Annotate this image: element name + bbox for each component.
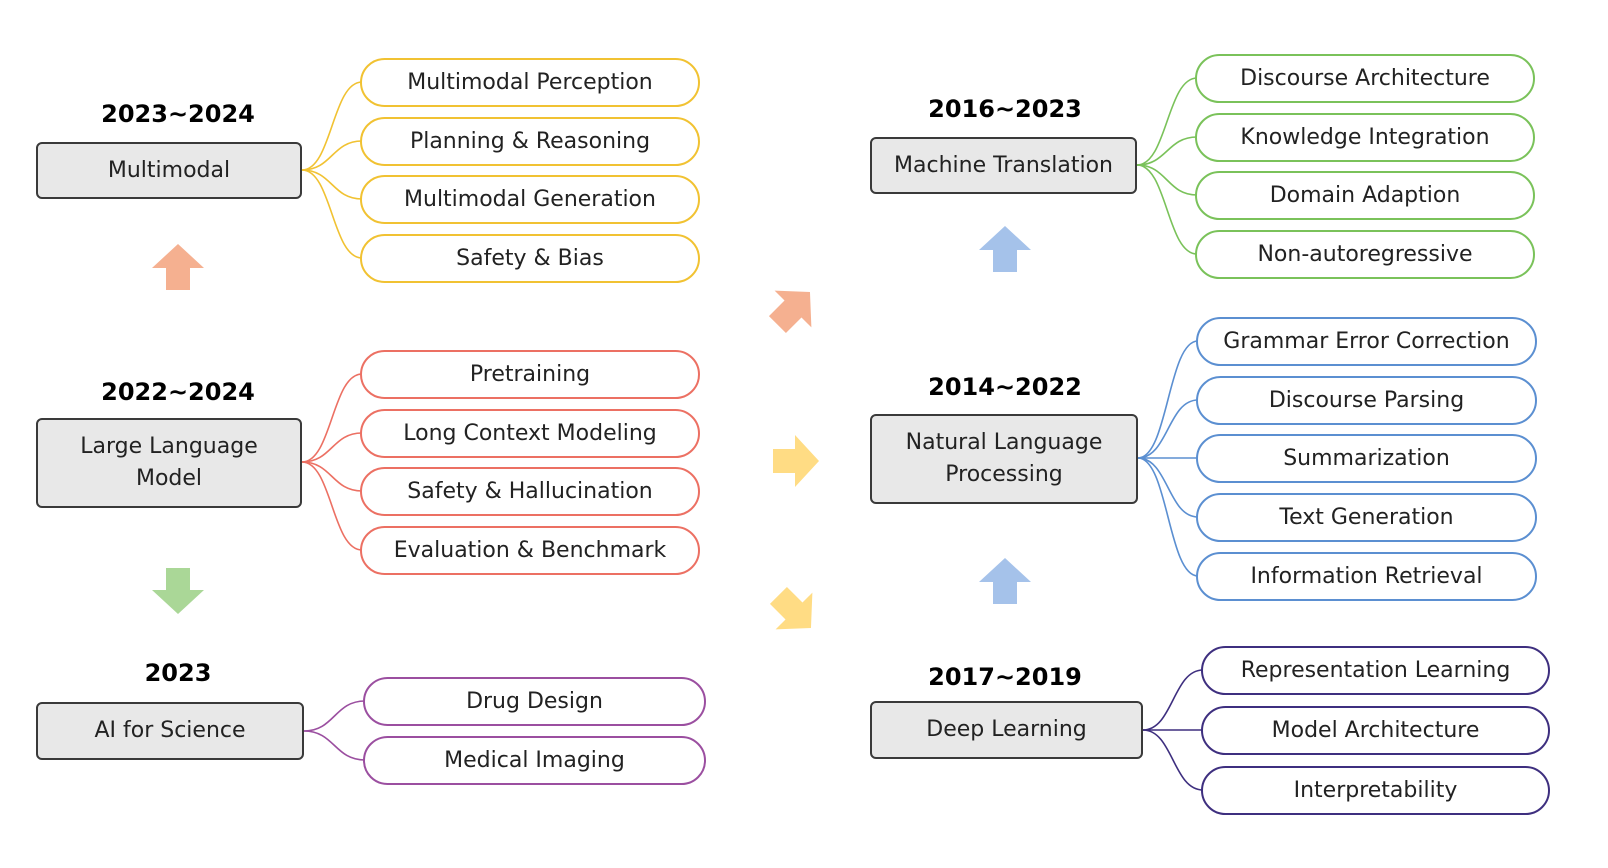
arrow-up-icon-llm-to-multimodal bbox=[152, 244, 204, 290]
connector-mt-0 bbox=[1136, 77, 1198, 166]
year-nlp: 2014~2022 bbox=[928, 373, 1082, 401]
node-ai-for-science: AI for Science bbox=[36, 702, 304, 760]
arrow-up-icon-dl-to-nlp bbox=[979, 558, 1031, 604]
pill-multimodal-generation: Multimodal Generation bbox=[360, 175, 700, 224]
connector-mt-2 bbox=[1136, 164, 1198, 196]
pill-domain-adaption: Domain Adaption bbox=[1195, 171, 1535, 220]
connector-dl-0 bbox=[1142, 669, 1204, 731]
connector-multimodal-0 bbox=[301, 81, 363, 171]
year-deep-learning: 2017~2019 bbox=[928, 663, 1082, 691]
connector-multimodal-2 bbox=[301, 169, 363, 200]
pill-pretraining: Pretraining bbox=[360, 350, 700, 399]
pill-model-architecture: Model Architecture bbox=[1201, 706, 1550, 755]
arrow-down-icon-llm-to-ai-science bbox=[152, 568, 204, 614]
pill-medical-imaging: Medical Imaging bbox=[363, 736, 706, 785]
pill-planning-reasoning: Planning & Reasoning bbox=[360, 117, 700, 166]
arrow-diagonal-up-icon bbox=[768, 290, 812, 334]
arrow-diagonal-down-icon bbox=[769, 586, 813, 630]
pill-representation-learning: Representation Learning bbox=[1201, 646, 1550, 695]
connector-nlp-1 bbox=[1137, 399, 1199, 459]
connector-nlp-3 bbox=[1137, 457, 1199, 518]
connector-nlp-0 bbox=[1137, 340, 1199, 459]
pill-text-generation: Text Generation bbox=[1196, 493, 1537, 542]
node-multimodal: Multimodal bbox=[36, 142, 302, 199]
connector-dl-2 bbox=[1142, 729, 1204, 791]
arrow-right-icon bbox=[773, 435, 819, 487]
pill-knowledge-integration: Knowledge Integration bbox=[1195, 113, 1535, 162]
pill-discourse-architecture: Discourse Architecture bbox=[1195, 54, 1535, 103]
arrow-up-icon-nlp-to-mt bbox=[979, 226, 1031, 272]
connector-ai-science-1 bbox=[303, 730, 366, 761]
connector-mt-3 bbox=[1136, 164, 1198, 255]
year-ai-science: 2023 bbox=[144, 659, 212, 687]
pill-non-autoregressive: Non-autoregressive bbox=[1195, 230, 1535, 279]
node-large-language-model: Large Language Model bbox=[36, 418, 302, 508]
pill-discourse-parsing: Discourse Parsing bbox=[1196, 376, 1537, 425]
connector-llm-1 bbox=[301, 432, 363, 463]
pill-safety-hallucination: Safety & Hallucination bbox=[360, 467, 700, 516]
node-machine-translation: Machine Translation bbox=[870, 137, 1137, 194]
pill-safety-bias: Safety & Bias bbox=[360, 234, 700, 283]
connector-multimodal-1 bbox=[301, 140, 363, 171]
pill-grammar-error-correction: Grammar Error Correction bbox=[1196, 317, 1537, 366]
connector-nlp-4 bbox=[1137, 457, 1199, 577]
pill-long-context-modeling: Long Context Modeling bbox=[360, 409, 700, 458]
connector-llm-3 bbox=[301, 461, 363, 551]
pill-evaluation-benchmark: Evaluation & Benchmark bbox=[360, 526, 700, 575]
node-deep-learning: Deep Learning bbox=[870, 701, 1143, 759]
node-natural-language-processing: Natural Language Processing bbox=[870, 414, 1138, 504]
year-multimodal: 2023~2024 bbox=[101, 100, 255, 128]
pill-multimodal-perception: Multimodal Perception bbox=[360, 58, 700, 107]
connector-ai-science-0 bbox=[303, 700, 366, 732]
year-machine-translation: 2016~2023 bbox=[928, 95, 1082, 123]
year-llm: 2022~2024 bbox=[101, 378, 255, 406]
pill-interpretability: Interpretability bbox=[1201, 766, 1550, 815]
pill-drug-design: Drug Design bbox=[363, 677, 706, 726]
connector-llm-0 bbox=[301, 373, 363, 463]
connector-mt-1 bbox=[1136, 136, 1198, 166]
pill-summarization: Summarization bbox=[1196, 434, 1537, 483]
connector-multimodal-3 bbox=[301, 169, 363, 259]
connector-llm-2 bbox=[301, 461, 363, 492]
pill-information-retrieval: Information Retrieval bbox=[1196, 552, 1537, 601]
